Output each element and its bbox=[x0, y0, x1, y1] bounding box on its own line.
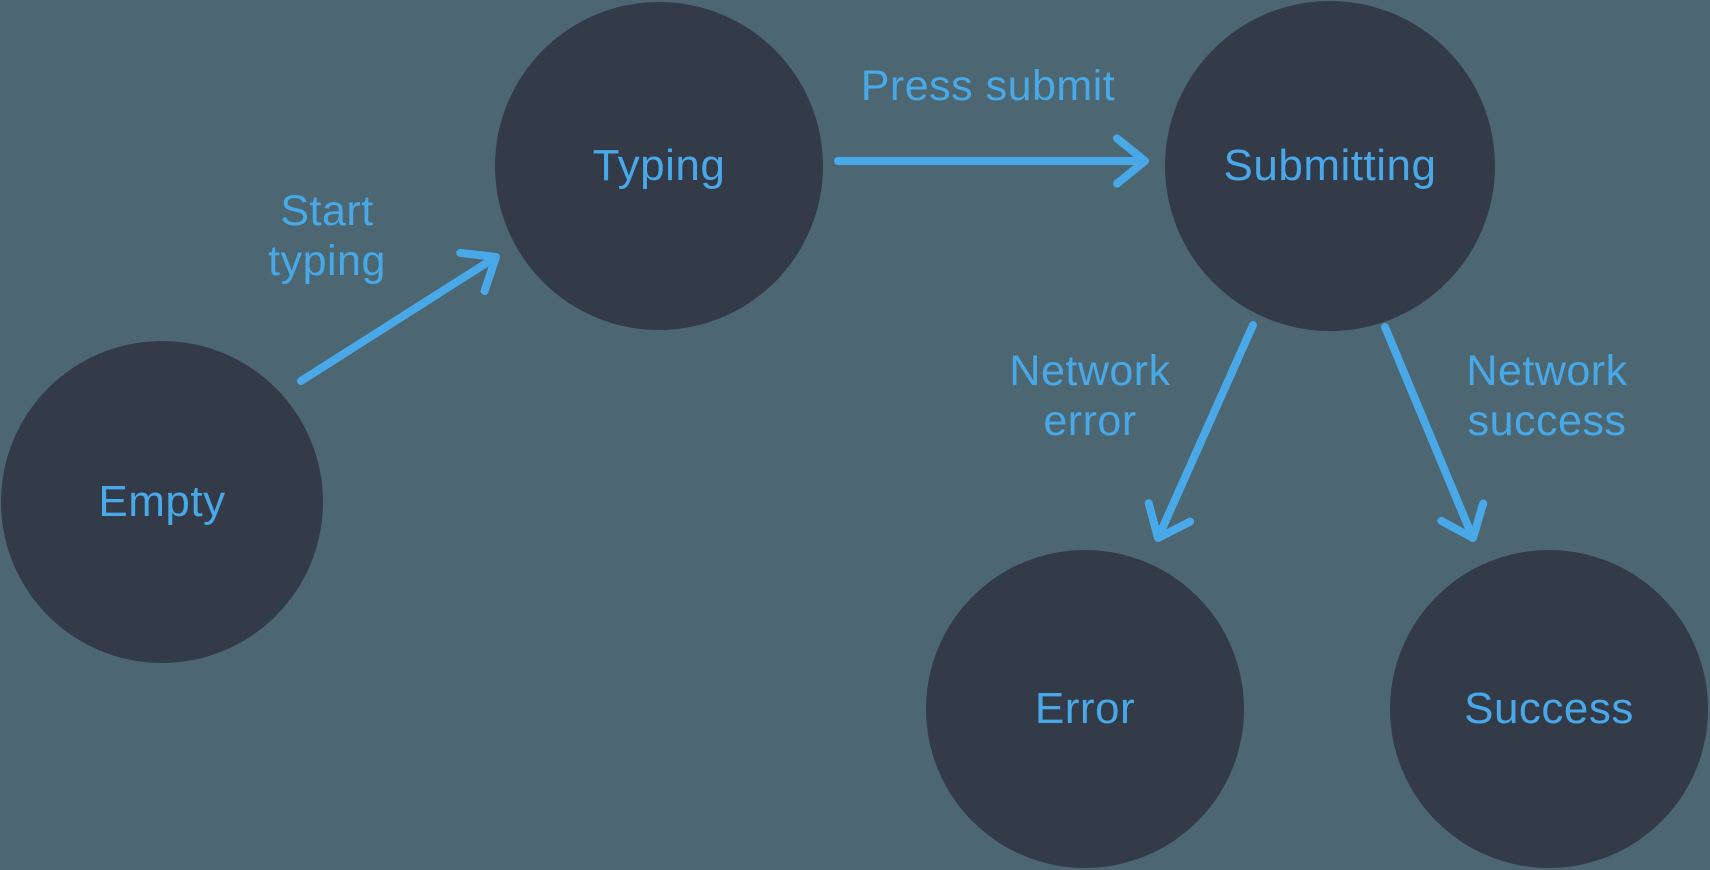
edge-label-start-typing: Start typing bbox=[268, 187, 386, 285]
edge-label-press-submit: Press submit bbox=[860, 62, 1116, 110]
state-node-success: Success bbox=[1390, 550, 1708, 868]
state-node-label-error: Error bbox=[1034, 684, 1136, 733]
state-node-error: Error bbox=[926, 550, 1244, 868]
state-node-typing: Typing bbox=[495, 2, 823, 330]
edge-network-success bbox=[1381, 323, 1488, 542]
state-node-label-success: Success bbox=[1464, 684, 1634, 733]
arrowhead-icon bbox=[1113, 134, 1149, 188]
edge-line bbox=[297, 255, 497, 385]
edge-label-network-success: Network success bbox=[1466, 347, 1628, 445]
edge-press-submit bbox=[834, 134, 1149, 188]
state-node-submitting: Submitting bbox=[1165, 1, 1495, 331]
arrowhead-icon bbox=[1437, 499, 1488, 542]
state-node-label-typing: Typing bbox=[592, 141, 726, 190]
edge-line bbox=[1381, 323, 1476, 539]
edge-line bbox=[1155, 321, 1257, 539]
state-node-label-submitting: Submitting bbox=[1223, 141, 1437, 190]
arrowhead-icon bbox=[456, 248, 500, 296]
edge-network-error bbox=[1144, 321, 1257, 542]
state-node-empty: Empty bbox=[1, 341, 323, 663]
arrowhead-icon bbox=[1144, 499, 1195, 542]
edge-start-typing bbox=[297, 248, 500, 385]
edge-label-network-error: Network error bbox=[1009, 347, 1171, 445]
state-node-label-empty: Empty bbox=[98, 477, 226, 526]
